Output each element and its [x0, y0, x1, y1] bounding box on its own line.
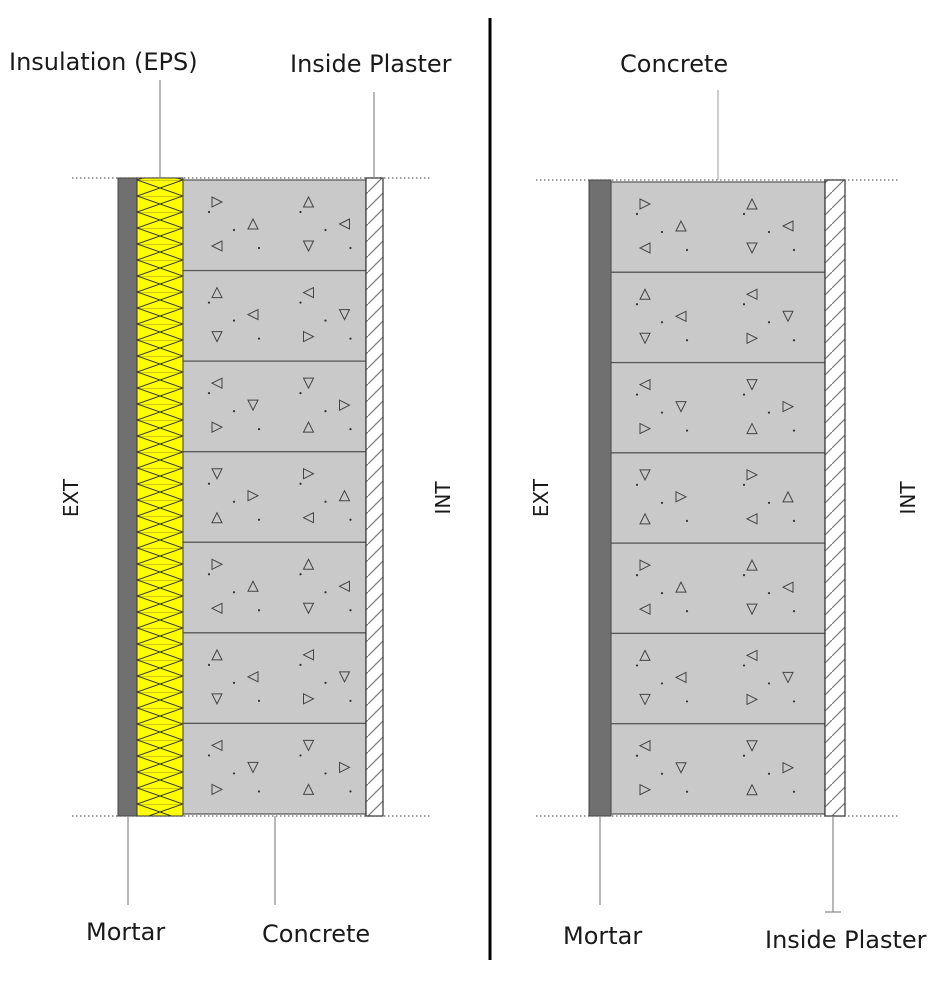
- left-concrete-block: [182, 451, 367, 543]
- left-concrete-block: [182, 179, 367, 272]
- right-inside-plaster-layer: [824, 179, 846, 817]
- right-concrete-block: [610, 361, 826, 454]
- right-concrete-block: [610, 181, 826, 273]
- left-insulation-label: Insulation (EPS): [9, 48, 198, 76]
- right-inside-plaster-label: Inside Plaster: [765, 926, 927, 954]
- left-inside-plaster-label: Inside Plaster: [290, 50, 452, 78]
- left-concrete-label: Concrete: [262, 920, 370, 948]
- left-concrete-blocks: [182, 179, 367, 815]
- left-int-label: INT: [431, 481, 455, 515]
- left-concrete-block: [182, 269, 367, 362]
- left-mortar-layer: [117, 177, 138, 817]
- right-int-label: INT: [896, 481, 920, 515]
- left-mortar-label: Mortar: [86, 918, 165, 946]
- left-wall-section: Insulation (EPS) Inside Plaster Mortar C…: [9, 48, 455, 948]
- right-mortar-label: Mortar: [563, 922, 642, 950]
- right-concrete-block: [610, 632, 826, 725]
- right-concrete-label: Concrete: [620, 50, 728, 78]
- left-concrete-block: [182, 632, 367, 725]
- left-inside-plaster-layer: [365, 177, 384, 817]
- right-mortar-layer: [588, 179, 612, 817]
- left-concrete-block: [182, 360, 367, 453]
- left-concrete-block: [182, 541, 367, 634]
- left-insulation-pattern: [137, 178, 183, 816]
- right-concrete-blocks: [610, 181, 826, 815]
- left-ext-label: EXT: [59, 478, 83, 517]
- left-concrete-block: [182, 722, 367, 815]
- right-concrete-block: [610, 542, 826, 635]
- right-concrete-block: [610, 452, 826, 544]
- right-concrete-block: [610, 723, 826, 815]
- right-ext-label: EXT: [529, 478, 553, 517]
- right-wall-section: Concrete Mortar Inside Plaster EXT INT: [529, 50, 927, 954]
- right-concrete-block: [610, 271, 826, 364]
